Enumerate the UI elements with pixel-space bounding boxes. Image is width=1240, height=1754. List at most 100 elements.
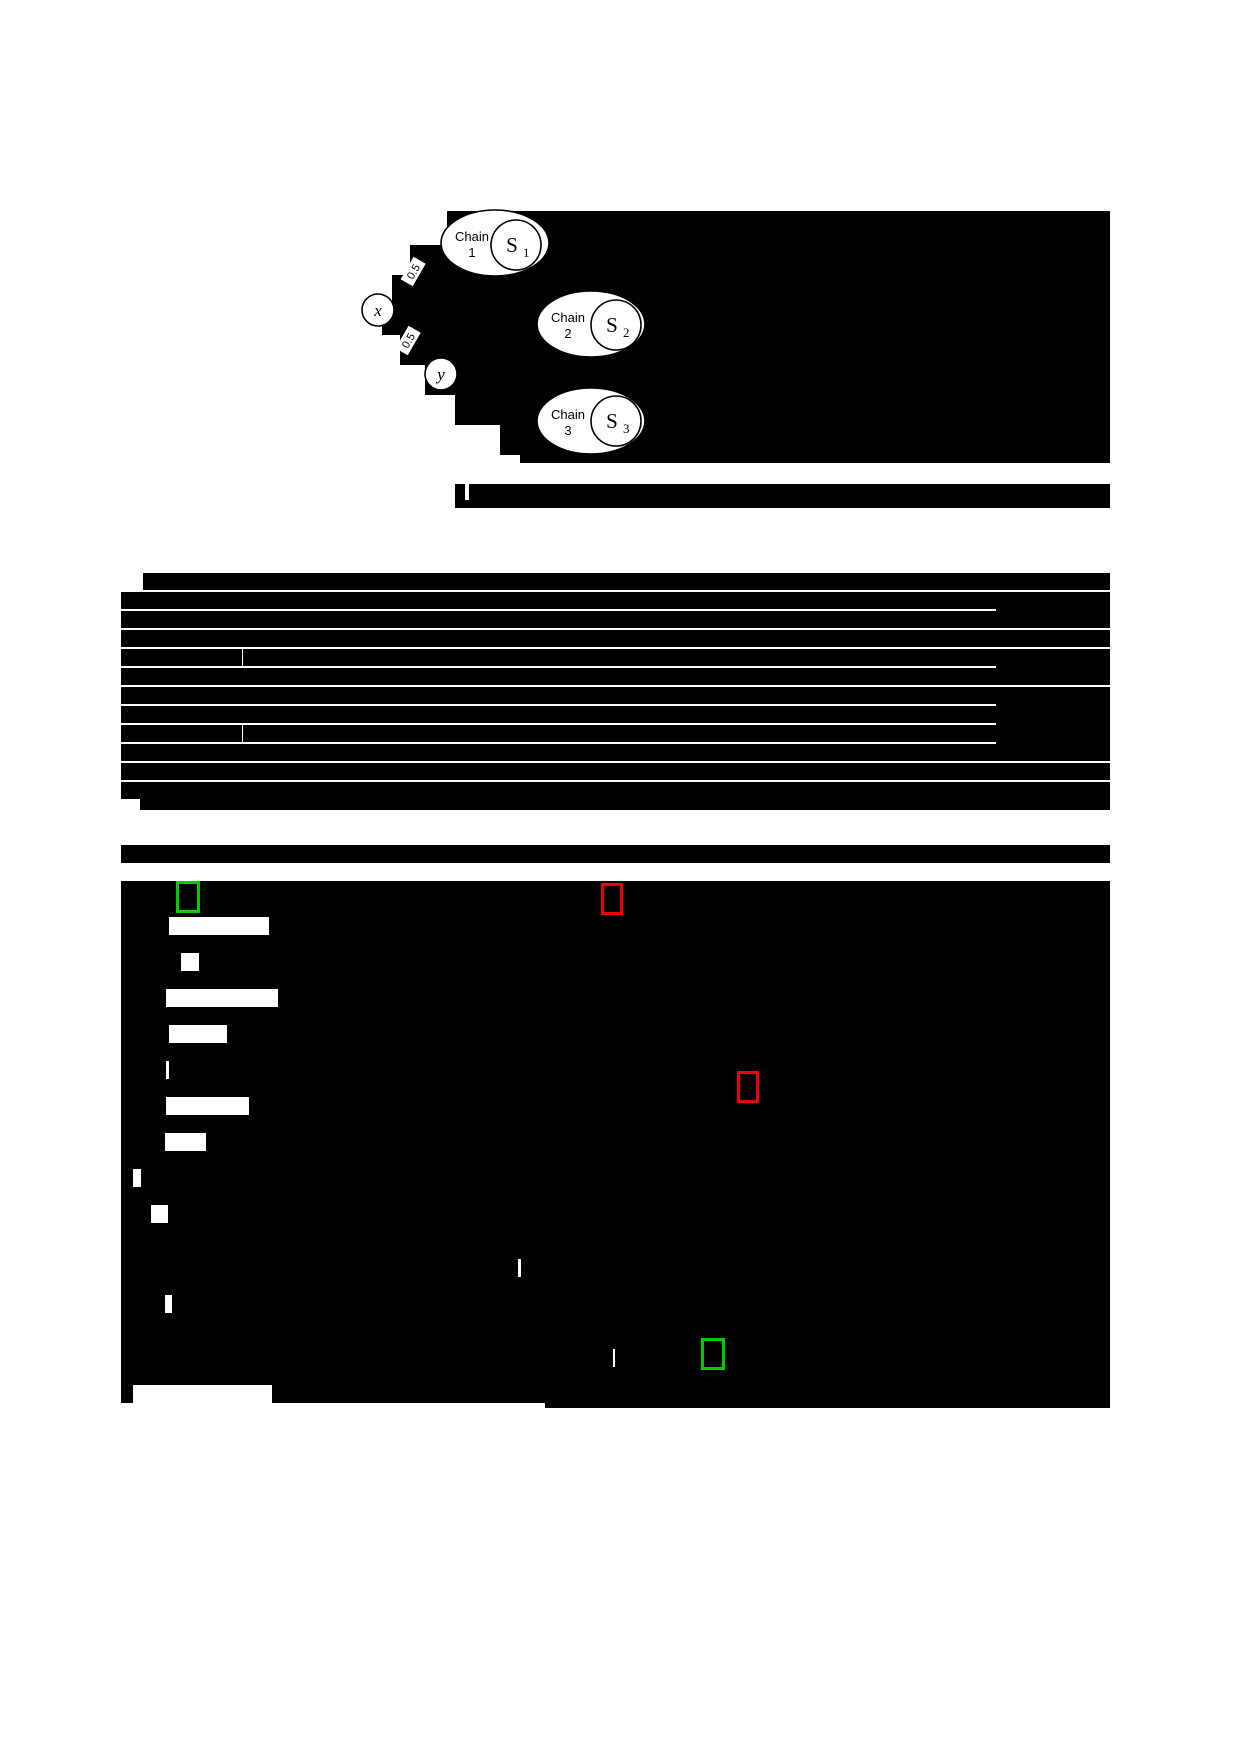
lower-redaction-bar-31 — [121, 1259, 518, 1277]
lower-redaction-bar-32 — [121, 1277, 1110, 1295]
margin-redaction-bar-24 — [996, 1358, 1110, 1370]
chain3-index: 3 — [564, 423, 571, 438]
margin-redaction-bar-11 — [996, 1022, 1110, 1034]
lower-redaction-bar-13 — [121, 1043, 1110, 1061]
upper-redaction-bar-14 — [170, 763, 1110, 780]
chain1-title: Chain — [455, 229, 489, 244]
upper-redaction-bar-1 — [121, 592, 1110, 609]
highlight-box-green[interactable]: ( — [701, 1338, 725, 1370]
lower-redaction-bar-28 — [121, 1223, 1110, 1241]
upper-redaction-bar-8 — [168, 687, 1110, 704]
upper-redaction-bar-15 — [121, 763, 170, 780]
upper-redaction-bar-12 — [121, 725, 242, 742]
margin-redaction-bar-5 — [996, 766, 1110, 780]
upper-redaction-bar-18 — [140, 795, 1110, 810]
lower-redaction-bar-41 — [121, 1385, 133, 1403]
lower-redaction-bar-4 — [121, 935, 1110, 953]
lower-redaction-bar-38 — [121, 1349, 613, 1367]
upper-redaction-bar-16 — [392, 744, 1110, 761]
figure-redaction-bar-0 — [447, 211, 1110, 245]
lower-redaction-bar-10 — [121, 1007, 1110, 1025]
margin-redaction-bar-10 — [996, 998, 1110, 1010]
upper-redaction-bar-17 — [121, 782, 1110, 799]
lower-redaction-bar-20 — [206, 1133, 1110, 1151]
upper-redaction-bar-6 — [121, 649, 242, 666]
lower-redaction-bar-7 — [121, 971, 1110, 989]
margin-redaction-bar-8 — [996, 950, 1110, 962]
variable-x-label: x — [373, 301, 382, 320]
lower-redaction-bar-15 — [121, 1061, 166, 1079]
upper-redaction-bar-4 — [121, 630, 1110, 647]
highlight-box-red[interactable]: | — [737, 1071, 759, 1103]
chain2-state-circle — [590, 299, 642, 351]
lower-redaction-bar-23 — [141, 1169, 1110, 1187]
figure-redaction-bar-3 — [382, 305, 1110, 335]
lower-redaction-bar-8 — [278, 989, 1110, 1007]
margin-redaction-bar-18 — [996, 1214, 1110, 1226]
lower-redaction-bar-35 — [121, 1313, 1110, 1331]
margin-redaction-bar-2 — [996, 692, 1110, 706]
margin-redaction-bar-14 — [996, 1094, 1110, 1106]
margin-redaction-bar-22 — [996, 1314, 1110, 1326]
margin-redaction-bar-7 — [996, 926, 1110, 938]
highlight-glyph: ) — [608, 886, 616, 911]
upper-redaction-bar-10 — [121, 706, 1110, 723]
figure-redaction-bar-5 — [425, 365, 1110, 395]
highlight-box-green[interactable]: ( — [176, 881, 200, 913]
upper-redaction-bar-7 — [121, 668, 1110, 685]
lower-redaction-bar-11 — [227, 1025, 1110, 1043]
divider-bar-0 — [121, 845, 1110, 863]
upper-redaction-bar-0 — [143, 573, 1110, 590]
variable-y-circle — [424, 357, 458, 391]
lower-redaction-bar-3 — [121, 917, 169, 935]
margin-redaction-bar-15 — [996, 1118, 1110, 1130]
chain2-state-label: S — [606, 313, 618, 337]
highlight-glyph: ( — [709, 1341, 717, 1366]
chain3-state-label: S — [606, 409, 618, 433]
chain3-title: Chain — [551, 407, 585, 422]
chain2-index: 2 — [564, 326, 571, 341]
lower-redaction-bar-37 — [615, 1349, 1110, 1367]
margin-redaction-bar-20 — [996, 1266, 1110, 1278]
chain1-state-subscript: 1 — [523, 245, 530, 260]
lower-redaction-bar-33 — [172, 1295, 1110, 1313]
lower-redaction-bar-19 — [121, 1115, 1110, 1133]
chain3-state-circle — [590, 395, 642, 447]
margin-redaction-bar-12 — [996, 1046, 1110, 1058]
variable-y-label: y — [435, 365, 445, 384]
figure-redaction-bar-2 — [392, 275, 1110, 305]
lower-redaction-bar-6 — [121, 953, 181, 971]
chain2-state-subscript: 2 — [623, 325, 630, 340]
upper-redaction-bar-9 — [121, 687, 168, 704]
lower-redaction-bar-17 — [249, 1097, 1110, 1115]
chain2-title: Chain — [551, 310, 585, 325]
lower-redaction-bar-25 — [121, 1187, 1110, 1205]
lower-redaction-bar-12 — [121, 1025, 169, 1043]
lower-redaction-bar-24 — [121, 1169, 133, 1187]
margin-redaction-bar-9 — [996, 974, 1110, 986]
lower-redaction-bar-21 — [121, 1133, 165, 1151]
margin-redaction-bar-19 — [996, 1242, 1110, 1254]
upper-redaction-bar-5 — [243, 649, 1110, 666]
lower-redaction-bar-16 — [121, 1079, 1110, 1097]
lower-redaction-bar-2 — [269, 917, 1110, 935]
lower-redaction-bar-22 — [121, 1151, 1110, 1169]
figure-variable-group: xy — [361, 293, 458, 391]
highlight-box-red[interactable]: ) — [601, 883, 623, 915]
edge-weight-bg — [400, 256, 426, 287]
margin-redaction-bar-17 — [996, 1186, 1110, 1198]
edge-weight-bg — [395, 325, 421, 356]
caption-redaction-bar-0 — [455, 484, 465, 500]
lower-redaction-bar-27 — [121, 1205, 151, 1223]
lower-redaction-bar-26 — [168, 1205, 1110, 1223]
lower-redaction-bar-18 — [121, 1097, 166, 1115]
lower-redaction-bar-29 — [121, 1241, 1110, 1259]
chain1-state-label: S — [506, 233, 518, 257]
upper-redaction-bar-11 — [243, 725, 1110, 742]
lower-redaction-bar-42 — [545, 1392, 1110, 1408]
lower-redaction-bar-5 — [199, 953, 1110, 971]
margin-redaction-bar-16 — [996, 1158, 1110, 1170]
